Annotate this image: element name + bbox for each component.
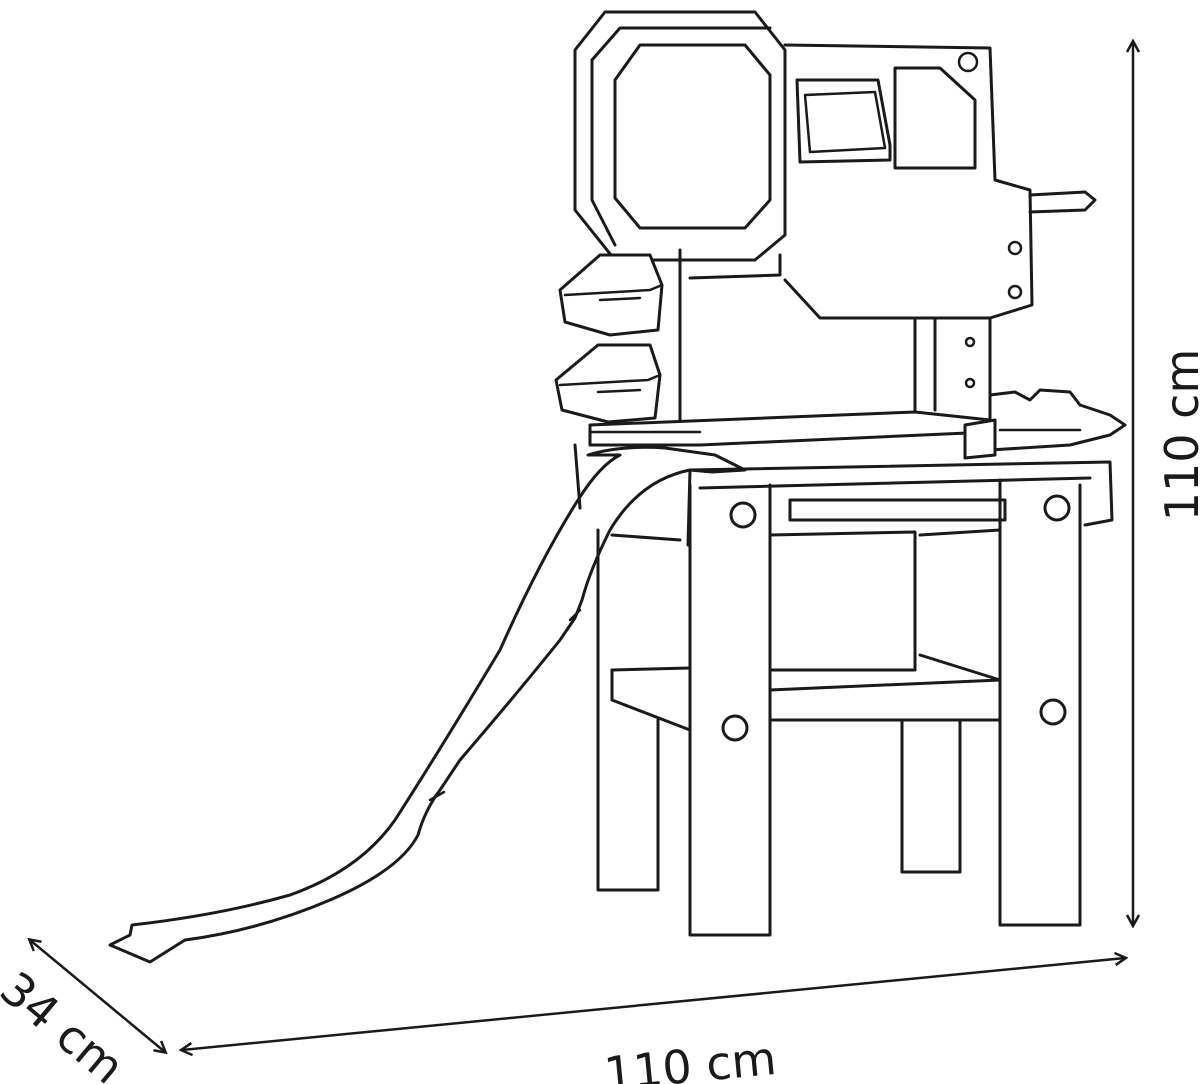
- hanging-box-upper: [558, 253, 664, 337]
- workbench-illustration: [108, 10, 1127, 964]
- tool-panel: [783, 43, 1097, 320]
- dimension-height: 110 cm: [1133, 42, 1200, 925]
- back-posts: [678, 248, 992, 422]
- hanging-box-lower: [554, 343, 662, 424]
- lower-shelf: [610, 653, 1002, 732]
- dimension-depth: 34 cm: [0, 940, 165, 1084]
- width-label: 110 cm: [602, 1031, 779, 1084]
- height-label: 110 cm: [1155, 349, 1200, 522]
- depth-label: 34 cm: [0, 961, 135, 1084]
- bench-vice: [963, 388, 1127, 460]
- bench-top: [573, 443, 1114, 547]
- front-frame: [688, 478, 1082, 937]
- octagon-board: [573, 10, 787, 262]
- dimension-width: 110 cm: [182, 958, 1125, 1084]
- back-legs: [596, 528, 962, 892]
- slide: [108, 445, 747, 964]
